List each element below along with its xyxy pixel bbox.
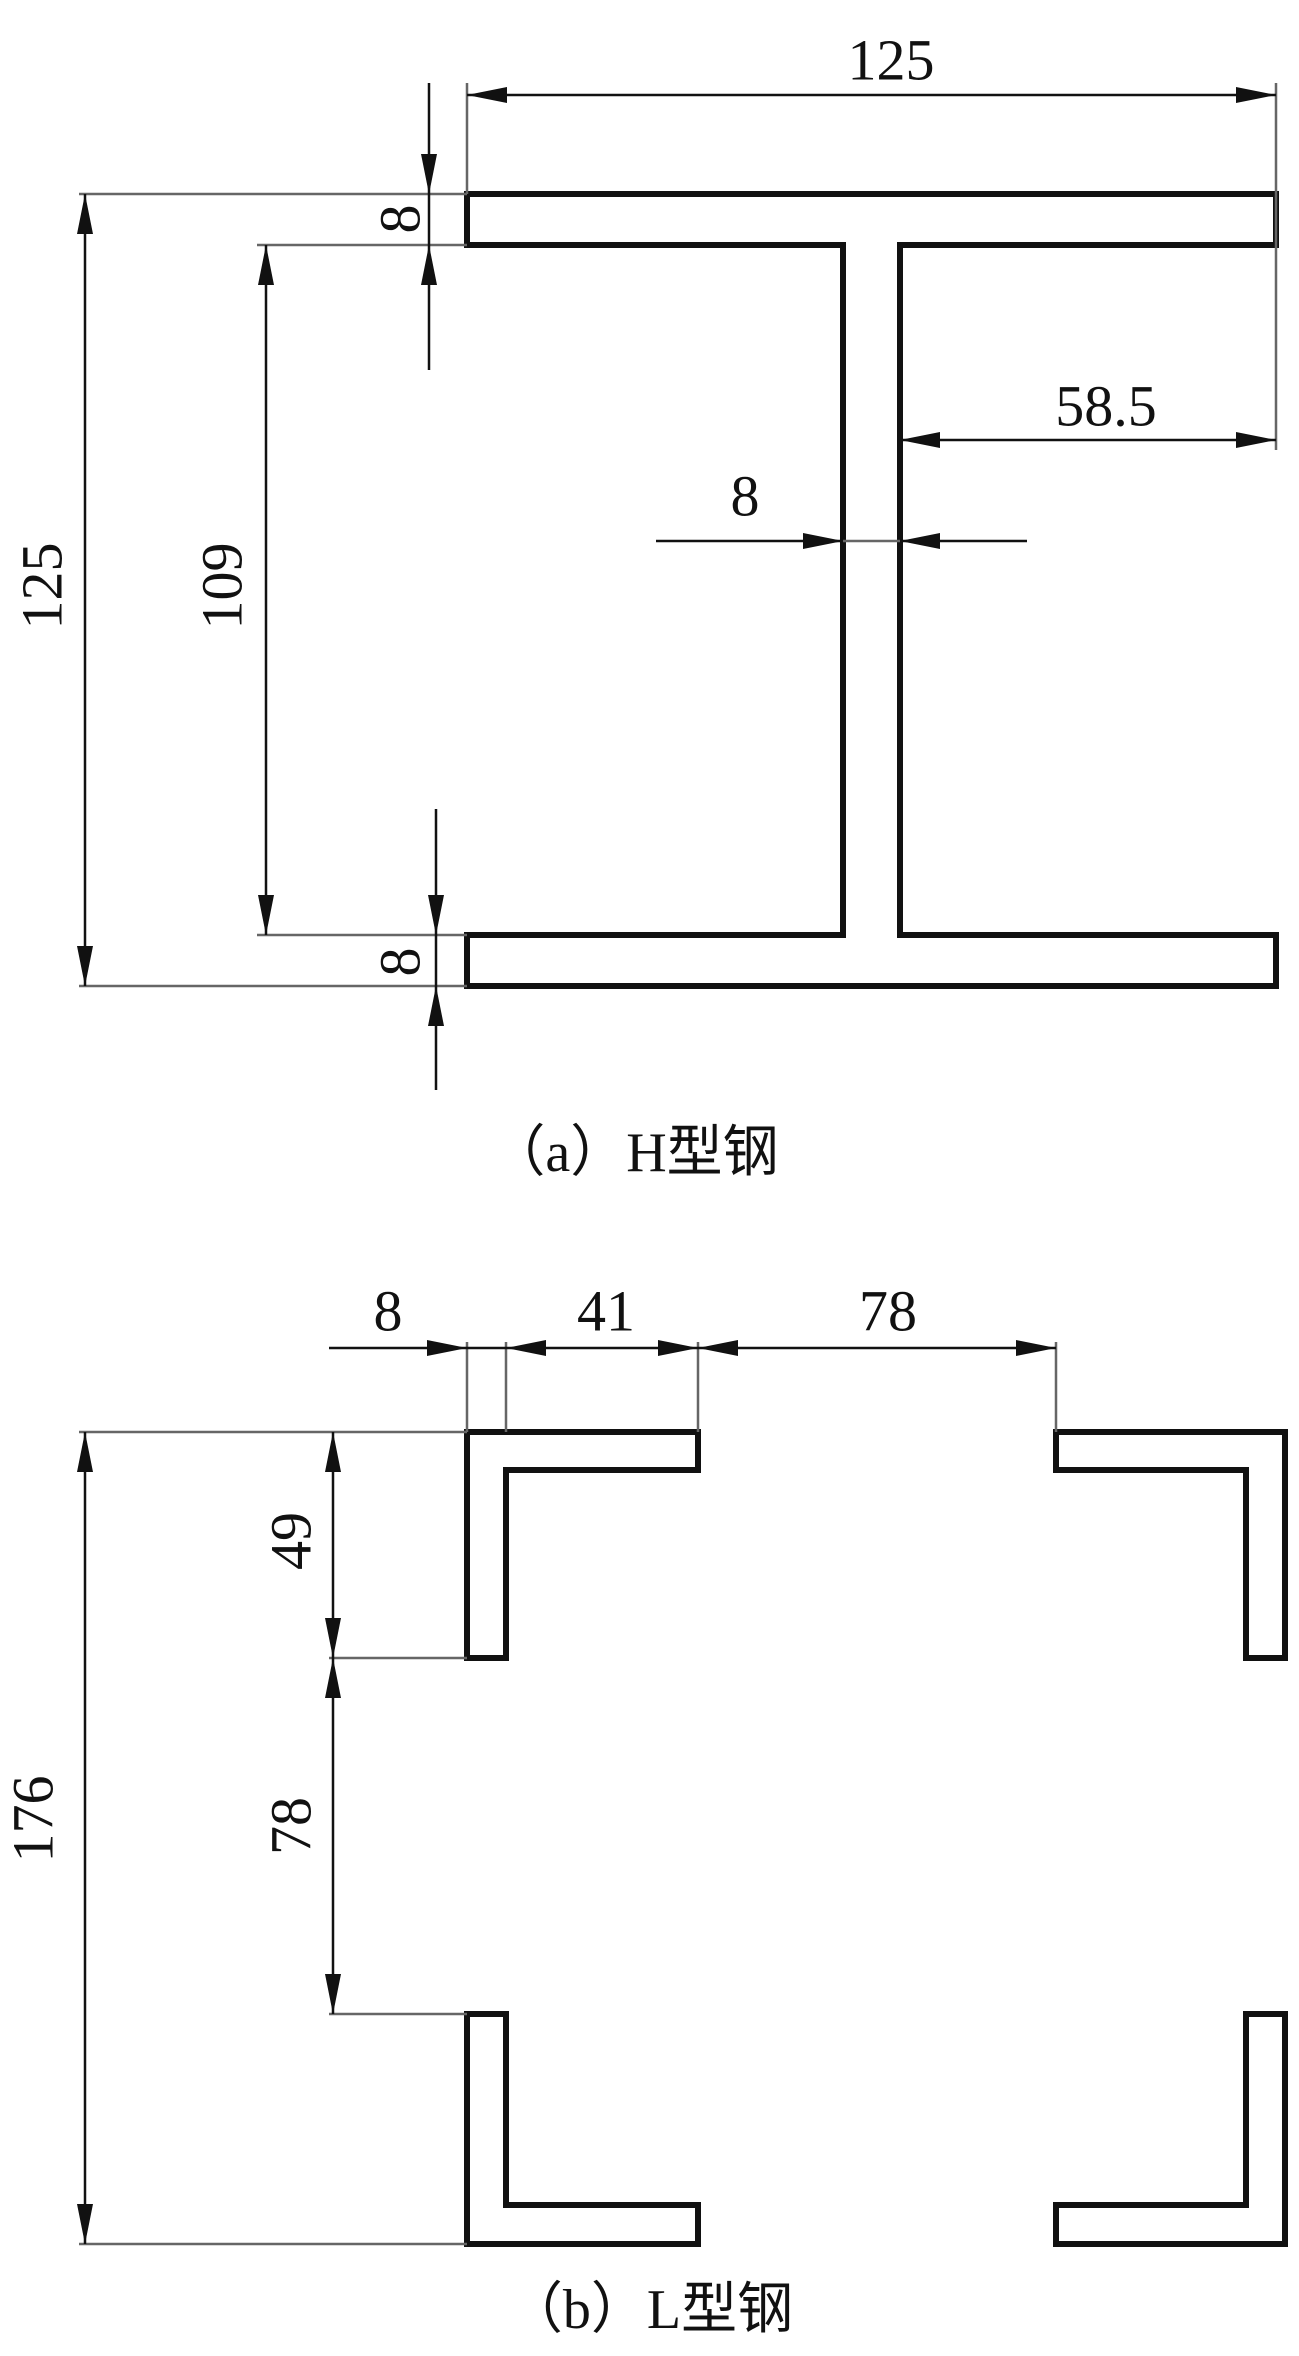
label-half-flange: 58.5 [1055,374,1157,439]
label-leg-thickness: 8 [374,1279,403,1344]
label-leg-length: 49 [259,1512,324,1570]
angle-top-right [1053,1429,1288,1661]
label-web-height: 109 [190,543,255,630]
label-horizontal-gap: 78 [859,1279,917,1344]
caption-h-section: （a）H型钢 [489,1122,778,1184]
label-leg-remainder: 41 [577,1279,635,1344]
label-bottom-flange-thickness: 8 [368,948,433,977]
label-total-height: 125 [10,543,75,630]
caption-l-section: （b）L型钢 [507,2279,793,2341]
label-web-thickness: 8 [731,464,760,529]
angle-top-left [464,1429,701,1661]
h-beam-outline [464,191,1279,989]
label-flange-width: 125 [848,28,935,93]
label-vertical-gap: 78 [259,1797,324,1855]
angle-bottom-left [464,2011,701,2247]
label-total-height-l: 176 [1,1776,66,1863]
h-section-figure: 125 58.5 8 125 109 8 8 （a）H型钢 [10,28,1279,1184]
label-top-flange-thickness: 8 [368,205,433,234]
l-section-figure: 8 41 78 176 49 78 （b）L型钢 [1,1279,1288,2341]
angle-bottom-right [1053,2011,1288,2247]
